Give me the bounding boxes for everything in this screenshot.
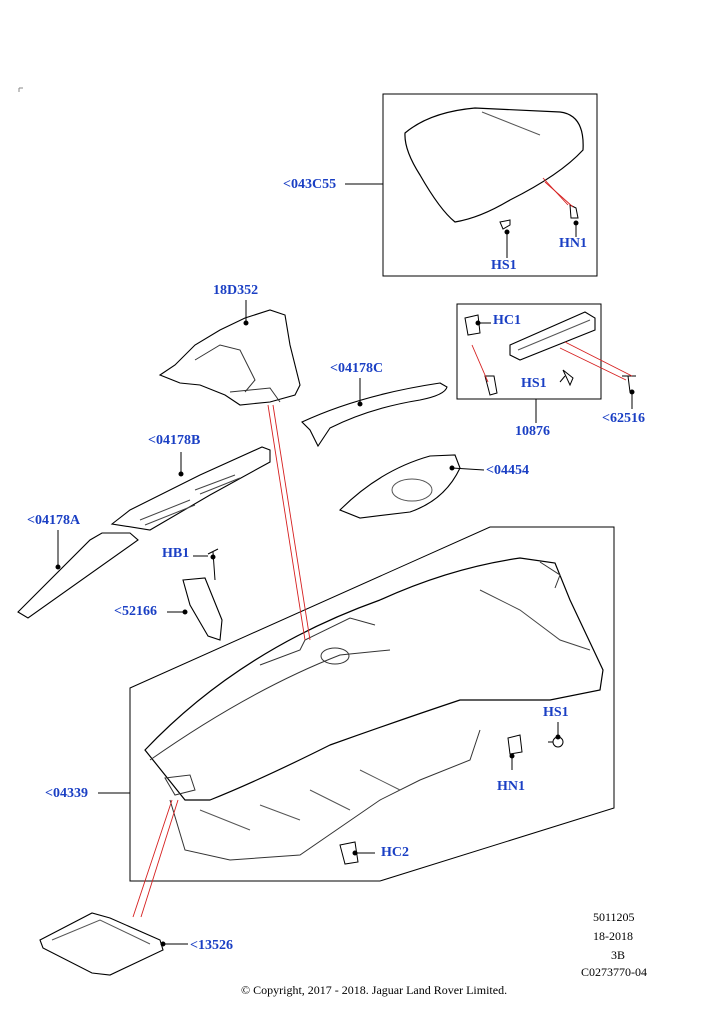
callout-10876[interactable]: 10876 xyxy=(515,424,550,439)
info-line-2: 18-2018 xyxy=(593,929,633,943)
callout-04339[interactable]: <04339 xyxy=(45,786,88,801)
callout-hn1-top[interactable]: HN1 xyxy=(559,236,587,251)
glass-detail-box xyxy=(382,93,598,277)
callout-hs1-mid[interactable]: HS1 xyxy=(521,376,547,391)
callout-hs1-top[interactable]: HS1 xyxy=(491,258,517,273)
info-line-4: C0273770-04 xyxy=(581,965,647,979)
part-13526 xyxy=(39,912,164,976)
callout-hb1[interactable]: HB1 xyxy=(162,546,190,561)
part-04454 xyxy=(339,454,461,519)
callout-hn1-low[interactable]: HN1 xyxy=(497,779,525,794)
copyright-text: © Copyright, 2017 - 2018. Jaguar Land Ro… xyxy=(241,983,508,997)
callout-52166[interactable]: <52166 xyxy=(114,604,157,619)
info-line-1: 5011205 xyxy=(593,910,635,924)
hc1-detail-box xyxy=(456,303,602,400)
part-10876 xyxy=(509,311,596,361)
callout-04454[interactable]: <04454 xyxy=(486,463,529,478)
part-04178B xyxy=(110,446,271,531)
info-line-3: 3B xyxy=(611,948,626,962)
part-04339 xyxy=(144,557,604,801)
callout-04178A[interactable]: <04178A xyxy=(27,513,81,528)
callout-hc1[interactable]: HC1 xyxy=(493,313,521,328)
callout-62516[interactable]: <62516 xyxy=(602,411,645,426)
callout-18D352[interactable]: 18D352 xyxy=(213,283,259,298)
callout-04178C[interactable]: <04178C xyxy=(330,361,384,376)
part-52166 xyxy=(182,577,223,641)
callout-hc2[interactable]: HC2 xyxy=(381,845,409,860)
callout-043C55[interactable]: <043C55 xyxy=(283,177,337,192)
dashboard-boundary xyxy=(129,526,615,882)
callout-04178B[interactable]: <04178B xyxy=(148,433,201,448)
part-04178A xyxy=(17,532,139,619)
glass-panel xyxy=(404,107,584,223)
callout-13526[interactable]: <13526 xyxy=(190,938,233,953)
callout-hs1-low[interactable]: HS1 xyxy=(543,705,569,720)
part-04178C xyxy=(301,382,448,448)
part-18D352 xyxy=(158,309,301,406)
